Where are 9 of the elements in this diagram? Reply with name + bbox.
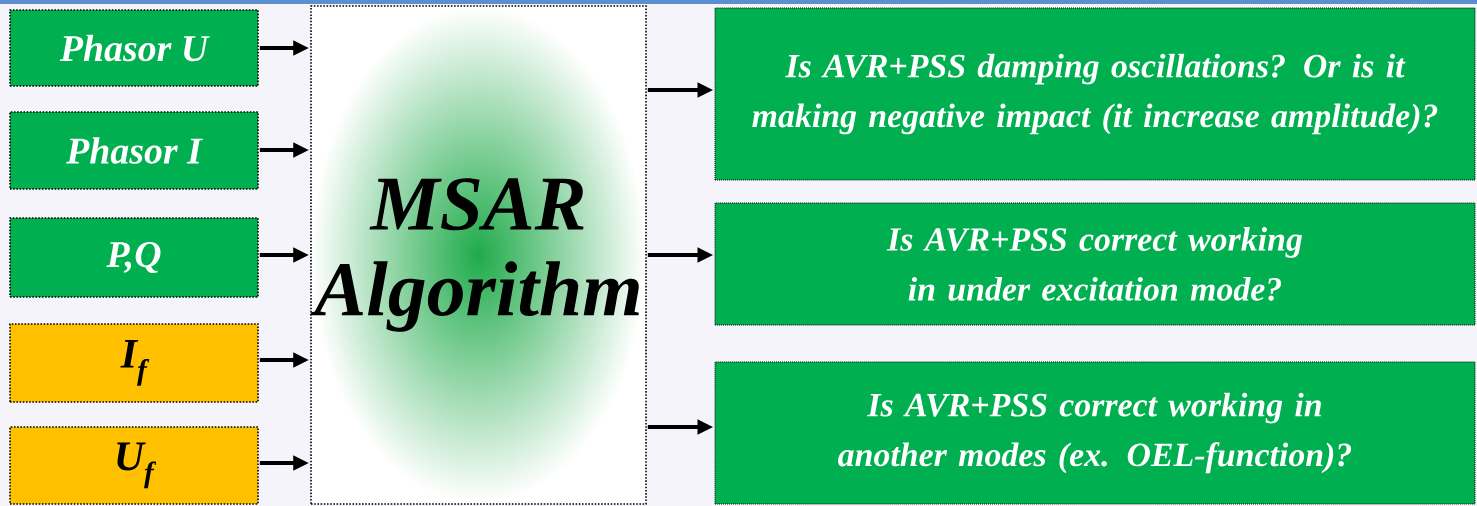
- input-box: Phasor U: [9, 9, 259, 87]
- question-box: Is AVR+PSS correct working in another modes (ex. OEL-function)?: [714, 361, 1476, 505]
- input-box: I$_{f}$: [9, 323, 259, 403]
- algorithm-box: MSAR Algorithm: [310, 5, 647, 505]
- input-box: U$_{f}$: [9, 426, 259, 505]
- question-box: Is AVR+PSS correct working in under excitation mode?: [714, 202, 1476, 326]
- input-box: Phasor I: [9, 111, 259, 190]
- question-box: Is AVR+PSS damping oscillations? Or is it making negative impact (it increase amplitude)?: [714, 7, 1476, 181]
- input-box: P,Q: [9, 217, 259, 298]
